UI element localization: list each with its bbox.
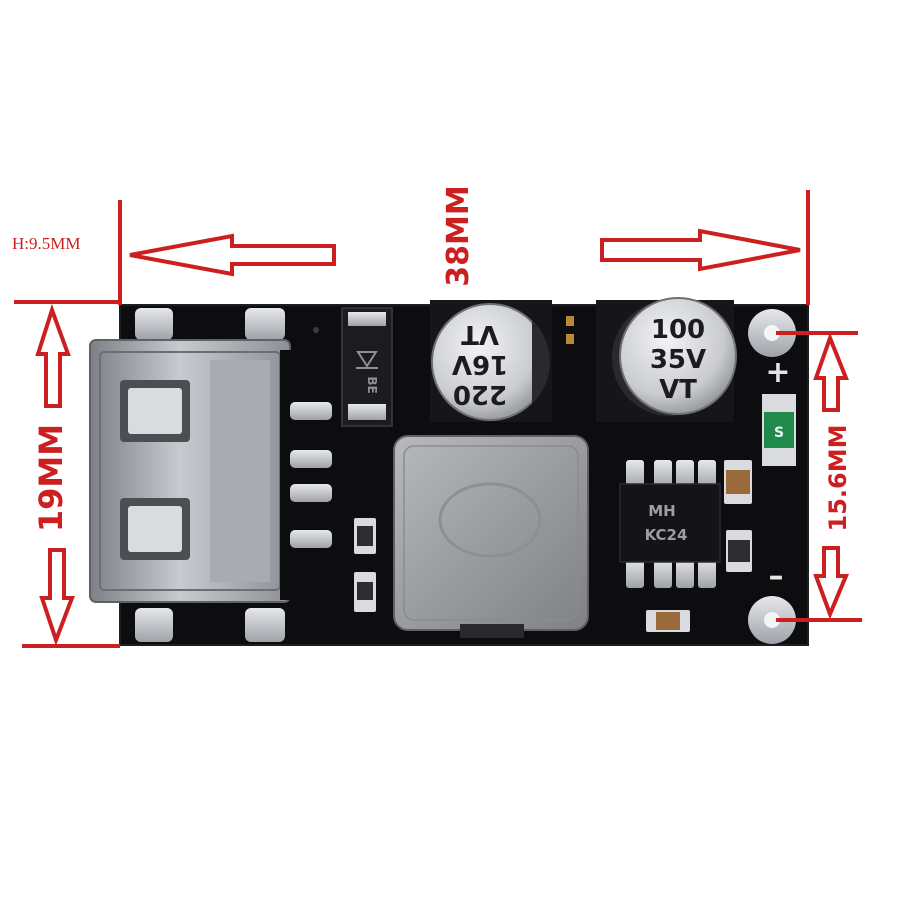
usb-pins xyxy=(290,402,332,548)
length-dimension-label: 38MM xyxy=(441,185,476,286)
inductor xyxy=(393,435,589,638)
ic-chip: MH KC24 xyxy=(619,460,721,588)
cap2-voltage: 35V xyxy=(650,345,706,375)
height-dimension-label: H:9.5MM xyxy=(12,234,80,253)
cap1-brand: VT xyxy=(461,319,499,349)
fuse-marking: S xyxy=(774,425,784,441)
hole-arrow-up xyxy=(813,332,849,412)
cap1-voltage: 16V xyxy=(452,349,508,379)
hole-arrow-down xyxy=(813,546,850,620)
length-arrow-right xyxy=(600,228,801,272)
mount-hole-plus xyxy=(748,309,796,357)
capacitor-220uf: 220 16V VT xyxy=(430,300,552,422)
hole-spacing-dimension-label: 15.6MM xyxy=(824,425,852,532)
chip-marking-line2: KC24 xyxy=(645,526,688,544)
width-dimension-label: 19MM xyxy=(32,424,70,532)
usb-mount-pads xyxy=(135,308,285,642)
fuse: S xyxy=(762,394,796,466)
capacitor-100uf: 100 35V VT xyxy=(596,297,737,422)
length-arrow-left xyxy=(129,233,336,277)
width-arrow-down xyxy=(39,548,75,646)
mount-hole-minus xyxy=(748,596,796,644)
diode: BE xyxy=(341,307,393,427)
cap2-brand: VT xyxy=(659,375,697,405)
vias xyxy=(313,316,574,344)
dimension-annotations xyxy=(14,190,862,648)
cap2-value: 100 xyxy=(651,315,705,345)
width-arrow-up xyxy=(35,303,71,408)
usb-port xyxy=(89,339,296,603)
chip-marking-line1: MH xyxy=(648,502,675,520)
minus-sign: – xyxy=(769,559,784,594)
cap1-value: 220 xyxy=(453,379,507,409)
smd-components xyxy=(354,460,752,632)
plus-sign: + xyxy=(765,355,790,390)
diode-marking: BE xyxy=(365,376,379,393)
